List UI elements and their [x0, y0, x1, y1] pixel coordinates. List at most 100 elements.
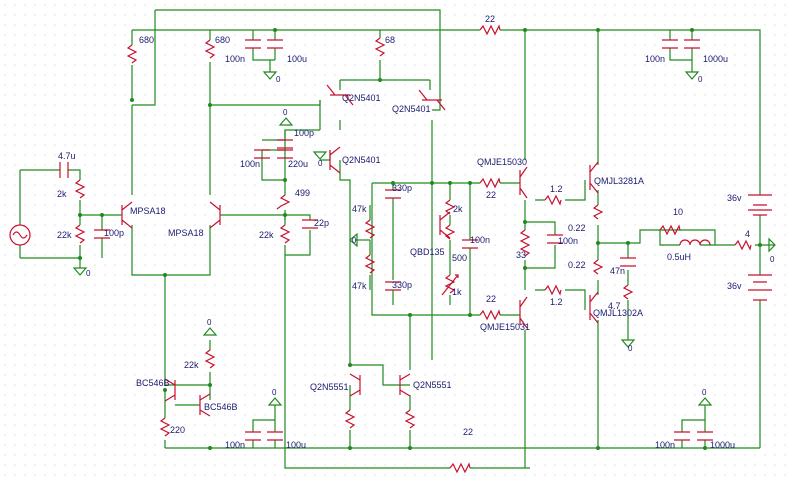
label-c1000u-bot: 1000u: [710, 440, 735, 450]
resistor-47k-a: [364, 219, 376, 239]
resistor-4-7: [622, 284, 634, 300]
label-v36-a: 36v: [727, 193, 742, 203]
label-r4-load: 4: [745, 229, 750, 239]
capacitor-220u: [277, 149, 293, 159]
resistor-499: [276, 194, 291, 210]
grounds: [72, 71, 776, 406]
ac-source: [9, 224, 31, 246]
transistor-bc546b-b: [199, 393, 211, 417]
capacitor-100u-2: [267, 431, 283, 441]
label-r22k-c: 22k: [184, 360, 199, 370]
gnd-8: [202, 327, 218, 336]
label-q2n5551-a: Q2N5551: [310, 382, 349, 392]
transistor-q2n5551-a: [349, 373, 361, 397]
resistor-4-load: [734, 239, 752, 251]
resistor-680a: [126, 44, 138, 64]
resistor-500: [444, 224, 456, 240]
label-gnd-1: 0: [276, 75, 281, 84]
label-c100p-in: 100p: [104, 228, 124, 238]
label-q2n5401-b: Q2N5401: [392, 104, 431, 114]
label-r0-22a: 0.22: [568, 223, 586, 233]
inductor: [679, 239, 711, 246]
capacitor-330p-a: [385, 189, 401, 199]
capacitor-330p-b: [385, 281, 401, 291]
label-r0-22b: 0.22: [568, 260, 586, 270]
resistor-2k-in: [74, 179, 86, 199]
resistor-1-2b: [544, 284, 562, 296]
ac-source-wave: [12, 231, 28, 239]
capacitor-100n-7: [674, 431, 690, 441]
label-c1000u-top: 1000u: [703, 54, 728, 64]
transistor-q2n5401-b: [418, 89, 446, 111]
label-r22-top: 22: [485, 14, 495, 24]
label-mpsa18-b: MPSA18: [168, 228, 204, 238]
junctions: [78, 28, 762, 450]
label-r47k-b: 47k: [352, 281, 367, 291]
label-r1-2b: 1.2: [550, 297, 563, 307]
label-r680b: 680: [215, 35, 230, 45]
capacitor-100n-2: [662, 39, 678, 49]
label-mpsa18-a: MPSA18: [130, 206, 166, 216]
capacitor-100p-in: [94, 229, 110, 239]
capacitor-47n: [620, 257, 636, 267]
label-r1k: 1k: [452, 287, 462, 297]
gnd-2: [684, 71, 700, 80]
label-c330p-a: 330p: [392, 183, 412, 193]
resistor-68: [374, 37, 386, 57]
label-gnd-7: 0: [628, 344, 633, 353]
transistor-qbd135: [439, 211, 451, 239]
transistor-q2n5401-c: [329, 146, 341, 174]
label-r1-2a: 1.2: [550, 184, 563, 194]
label-r2k-in: 2k: [57, 189, 67, 199]
label-c100p-a: 100p: [294, 128, 314, 138]
label-r22-a: 22: [486, 190, 496, 200]
label-gnd-5: 0: [283, 108, 288, 117]
transistor-mpsa18-b: [209, 201, 221, 229]
resistor-680b: [204, 39, 216, 59]
label-r220: 220: [170, 425, 185, 435]
output-arrow: [768, 237, 776, 253]
label-gnd-8: 0: [207, 318, 212, 327]
label-c100n-4: 100n: [470, 235, 490, 245]
gnd-1: [262, 71, 278, 80]
resistor-22-top: [479, 24, 501, 36]
label-r500: 500: [452, 253, 467, 263]
label-c47n: 47n: [610, 266, 625, 276]
label-c330p-b: 330p: [392, 280, 412, 290]
label-r499: 499: [295, 188, 310, 198]
gnd-4: [312, 151, 328, 160]
label-r33: 33: [516, 250, 526, 260]
label-r22-bot: 22: [463, 427, 473, 437]
label-q2n5401-a: Q2N5401: [342, 93, 381, 103]
label-q2n5551-b: Q2N5551: [413, 380, 452, 390]
label-c220u: 220u: [288, 159, 308, 169]
label-c100u-2: 100u: [286, 440, 306, 450]
resistor-1k: [444, 274, 456, 294]
label-qmjl1302a: QMJL1302A: [593, 308, 643, 318]
gnd-6: [349, 232, 358, 248]
pot-arrow: [441, 274, 459, 296]
label-c100u-1: 100u: [287, 54, 307, 64]
label-qmjl3281a: QMJL3281A: [594, 176, 644, 186]
label-r10: 10: [673, 207, 683, 217]
capacitor-100n-4: [462, 239, 478, 249]
label-r22k-in: 22k: [57, 230, 72, 240]
transistor-q2n5401-a: [326, 84, 354, 106]
resistor-22-a: [479, 177, 501, 189]
label-q2n5401-c: Q2N5401: [342, 155, 381, 165]
resistor-22-b: [479, 309, 501, 321]
resistor-22k-c: [204, 349, 216, 369]
label-l0-5uh: 0.5uH: [667, 252, 691, 262]
transistor-qmjl1302a: [589, 291, 599, 324]
resistor-220: [159, 417, 171, 437]
label-gnd-2: 0: [698, 75, 703, 84]
label-r22k-b: 22k: [259, 230, 274, 240]
label-c22p: 22p: [314, 218, 329, 228]
capacitor-4-7u: [59, 162, 69, 178]
label-r4-7: 4.7: [608, 301, 621, 311]
gnd-9: [267, 397, 283, 406]
label-c100n-7: 100n: [655, 440, 675, 450]
label-c100n-1: 100n: [225, 54, 245, 64]
